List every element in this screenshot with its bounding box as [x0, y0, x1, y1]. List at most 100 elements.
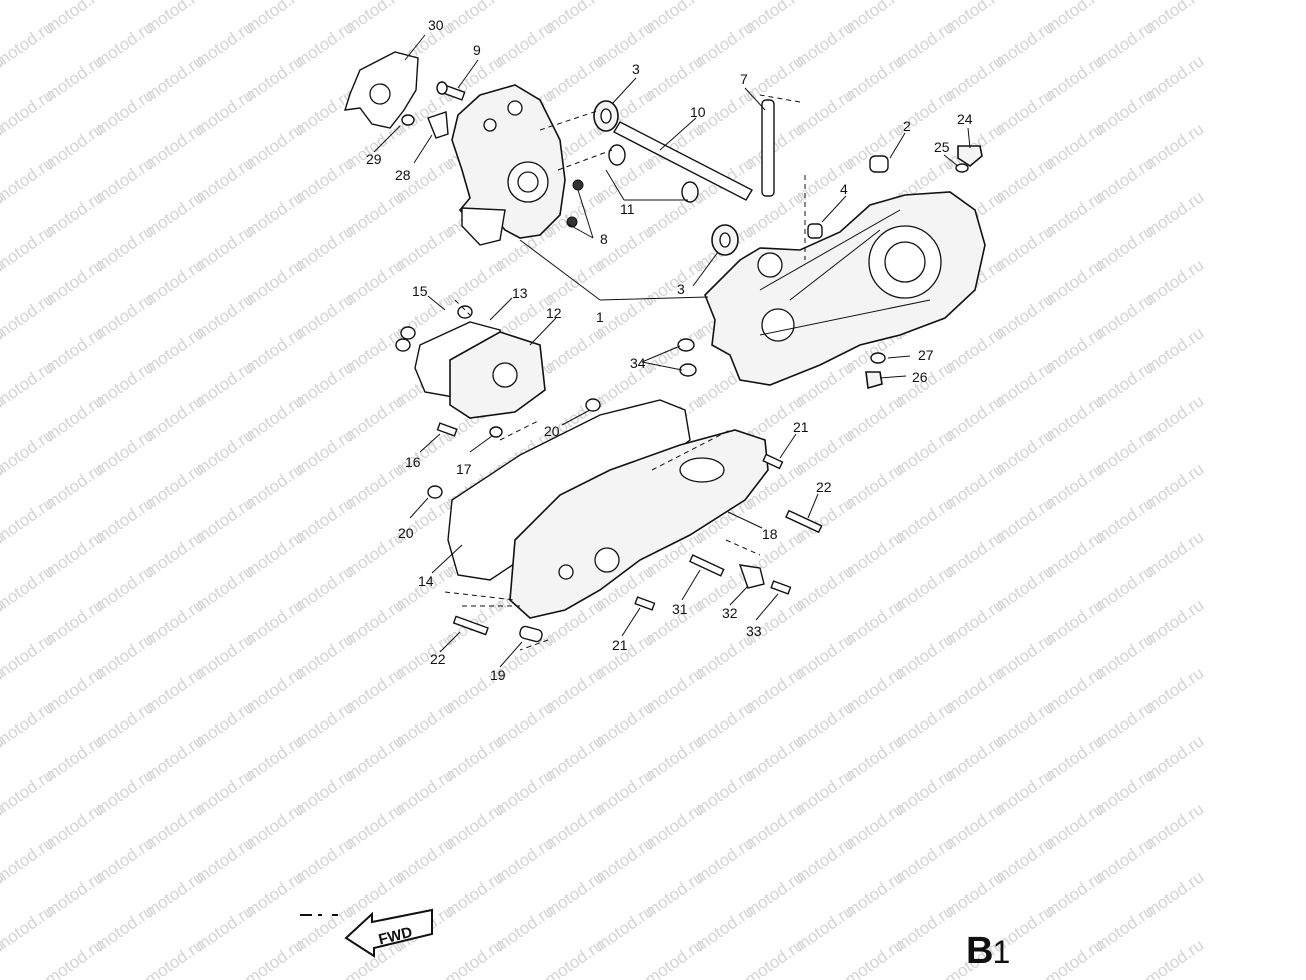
- right-crankcase: [704, 191, 986, 386]
- watermark-text: motod.ru: [441, 935, 507, 980]
- callout-3: 3: [632, 61, 640, 77]
- callout-3-lower: 3: [677, 281, 685, 297]
- part-21-bolt-upper: [762, 453, 784, 470]
- callout-12: 12: [546, 305, 562, 321]
- watermark-text: motod.ru: [0, 765, 57, 819]
- part-24-filler-plug: [957, 145, 983, 167]
- watermark-text: motod.ru: [0, 289, 57, 343]
- callout-17: 17: [456, 461, 472, 477]
- part-29-screw: [401, 114, 415, 126]
- watermark-text: motod.ru: [0, 153, 57, 207]
- callout-21-lower: 21: [612, 637, 628, 653]
- part-12-oil-pump-cover: [449, 331, 546, 419]
- watermark-text: motod.ru: [0, 901, 57, 955]
- watermark-text: motod.ru: [0, 357, 57, 411]
- alignment-lines: [444, 94, 806, 651]
- part-20-dowels: [427, 398, 601, 499]
- part-22-bolt-left: [452, 615, 489, 636]
- part-2-bushing: [869, 155, 889, 173]
- watermark-text: motod.ru: [541, 935, 607, 980]
- watermark-text: motod.ru: [0, 0, 57, 3]
- watermark-text: motod.ru: [641, 935, 707, 980]
- figure-label-letter: B: [966, 930, 993, 972]
- callout-32: 32: [722, 605, 738, 621]
- part-25-o-ring: [955, 163, 969, 173]
- callout-25: 25: [934, 139, 950, 155]
- part-18-crankcase-cover: [509, 429, 769, 619]
- callout-1: 1: [596, 309, 604, 325]
- part-16-bolt: [436, 422, 458, 437]
- callout-8: 8: [600, 231, 608, 247]
- callout-13: 13: [512, 285, 528, 301]
- watermark-text: motod.ru: [0, 0, 7, 37]
- part-26-drain-bolt: [865, 371, 883, 390]
- watermark-text: motod.ru: [0, 425, 57, 479]
- figure-label: B1: [966, 930, 1010, 973]
- watermark-text: motod.ru: [741, 935, 807, 980]
- figure-label-number: 1: [992, 934, 1010, 970]
- callout-22-left: 22: [430, 651, 446, 667]
- callout-18: 18: [762, 526, 778, 542]
- left-crankcase-half: [451, 84, 584, 246]
- part-3-bearing-lower: [711, 224, 739, 256]
- callout-29: 29: [366, 151, 382, 167]
- callout-14: 14: [418, 573, 434, 589]
- callout-28: 28: [395, 167, 411, 183]
- leader-lines: [373, 34, 971, 668]
- watermark-text: motod.ru: [1041, 935, 1107, 980]
- callout-15: 15: [412, 283, 428, 299]
- part-11-seals: [608, 144, 699, 203]
- callout-20-upper: 20: [544, 423, 560, 439]
- callout-33: 33: [746, 623, 762, 639]
- callout-4: 4: [840, 181, 848, 197]
- part-27-washer: [870, 352, 886, 364]
- part-4-dowel: [807, 223, 823, 239]
- watermark-text: motod.ru: [0, 833, 57, 887]
- callout-26: 26: [912, 369, 928, 385]
- callout-34: 34: [630, 355, 646, 371]
- watermark-text: motod.ru: [841, 935, 907, 980]
- callout-22-right: 22: [816, 479, 832, 495]
- callout-11: 11: [620, 201, 635, 217]
- part-32-clamp: [738, 564, 765, 589]
- part-31-bolt: [688, 554, 725, 577]
- part-30-gasket-plate: [344, 51, 419, 129]
- watermark-text: motod.ru: [0, 17, 57, 71]
- callout-30: 30: [428, 17, 444, 33]
- part-3-bearing-upper: [593, 100, 619, 132]
- part-10-shaft: [613, 121, 753, 201]
- callout-2: 2: [903, 118, 911, 134]
- part-22-bolt-right: [785, 509, 823, 534]
- callout-9: 9: [473, 42, 481, 58]
- callout-27: 27: [918, 347, 934, 363]
- watermark-text: motod.ru: [1141, 935, 1207, 980]
- part-34-dowels: [677, 338, 697, 377]
- watermark-text: motod.ru: [0, 85, 57, 139]
- callout-7: 7: [740, 71, 748, 87]
- callout-31: 31: [672, 601, 688, 617]
- part-17-bolt: [489, 426, 503, 438]
- part-19-dowel: [519, 625, 543, 643]
- watermark-text: motod.ru: [41, 935, 107, 980]
- callout-labels: 30 9 3 7 10 2 24 25 29 28 4 11 8 3 15 13…: [366, 17, 973, 683]
- part-15-dowels: [395, 305, 473, 352]
- watermark-text: motod.ru: [141, 935, 207, 980]
- callout-19: 19: [490, 667, 506, 683]
- callout-24: 24: [957, 111, 973, 127]
- callout-16: 16: [405, 454, 421, 470]
- watermark-text: motod.ru: [0, 629, 57, 683]
- part-9-bolt: [436, 81, 466, 101]
- watermark-text: motod.ru: [0, 493, 57, 547]
- part-7-pin: [761, 99, 775, 197]
- watermark-text: motod.ru: [0, 221, 57, 275]
- callout-20-lower: 20: [398, 525, 414, 541]
- watermark-text: motod.ru: [0, 697, 57, 751]
- part-28-bracket: [427, 111, 449, 139]
- watermark-text: motod.ru: [241, 935, 307, 980]
- part-33-screw: [770, 580, 792, 595]
- part-21-bolt-lower: [634, 596, 656, 611]
- callout-10: 10: [690, 104, 706, 120]
- callout-21-upper: 21: [793, 419, 809, 435]
- watermark-text: motod.ru: [0, 561, 57, 615]
